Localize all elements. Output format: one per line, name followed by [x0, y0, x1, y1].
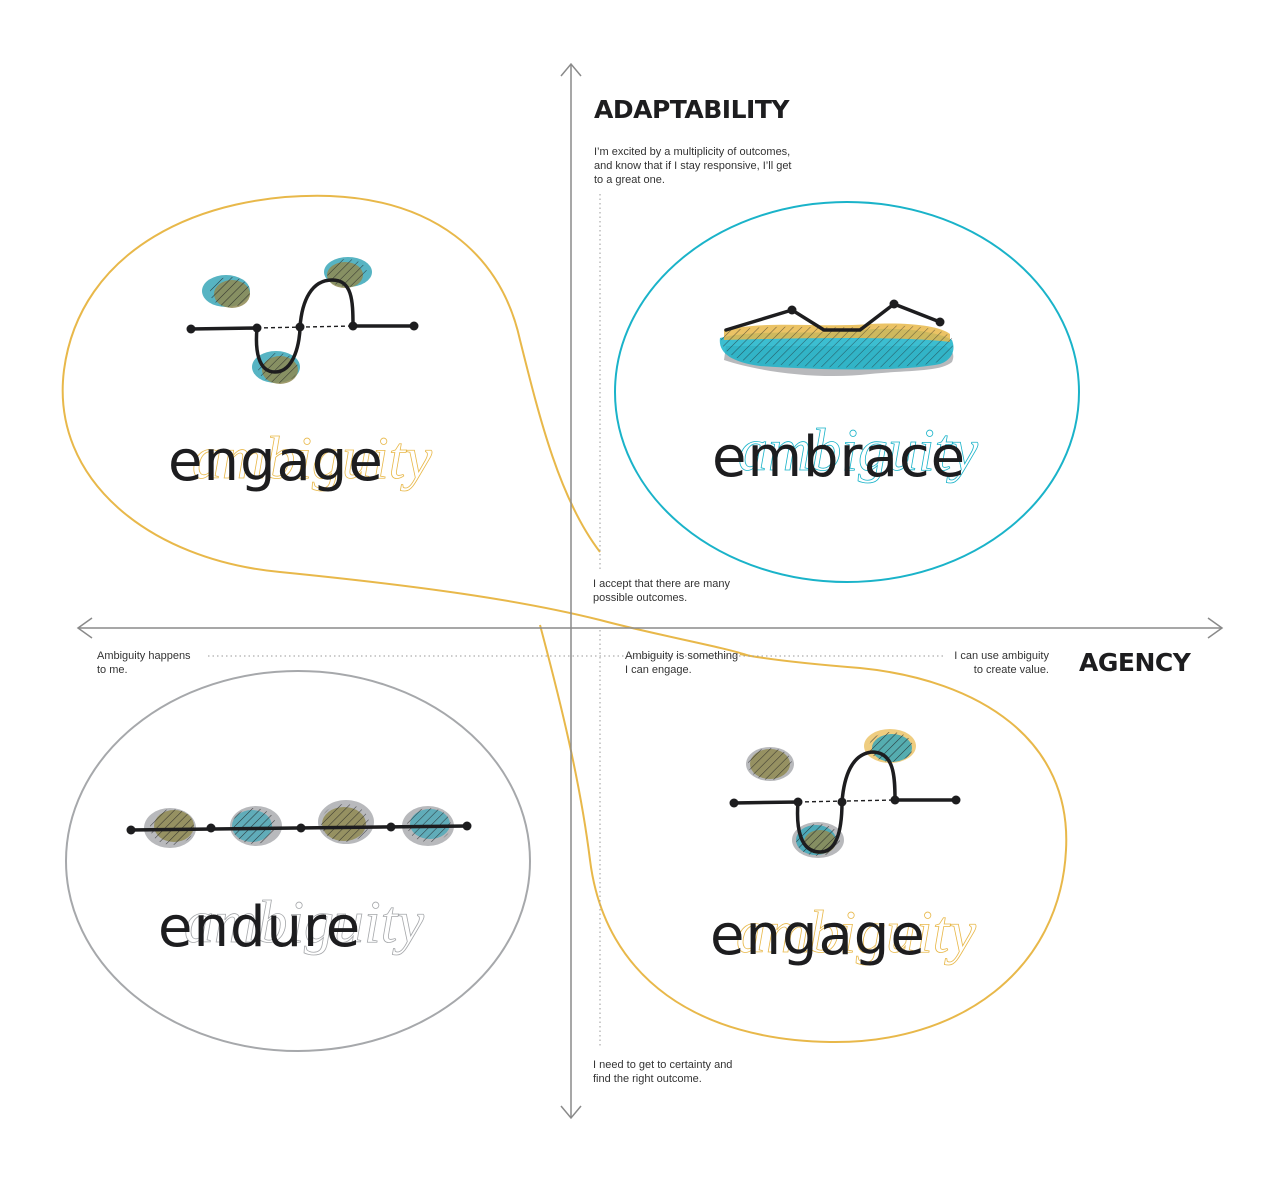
- top-note-line-3: to a great one.: [594, 174, 665, 186]
- right-note-line-1: I can use ambiguity: [954, 650, 1049, 662]
- embrace-ghost: ambiguity: [738, 417, 978, 483]
- horizontal-axis-arrow-left: [76, 617, 93, 639]
- endure-word: endure: [158, 895, 361, 960]
- right-note: I can use ambiguity to create value.: [954, 650, 1049, 676]
- agency-axis-title: AGENCY: [1079, 648, 1192, 677]
- adaptability-axis-title: ADAPTABILITY: [594, 95, 790, 124]
- engage-lower-ghost: ambiguity: [736, 899, 976, 965]
- top-note: I’m excited by a multiplicity of outcome…: [594, 146, 792, 186]
- bottom-note: I need to get to certainty and find the …: [593, 1059, 732, 1085]
- middle-note-line-2: possible outcomes.: [593, 592, 687, 604]
- vertical-axis-arrow-up: [560, 62, 582, 77]
- middle-note-line-1: I accept that there are many: [593, 578, 730, 590]
- left-note-line-2: to me.: [97, 664, 128, 676]
- right-note-line-2: to create value.: [974, 664, 1049, 676]
- vertical-axis-arrow-down: [560, 1105, 582, 1120]
- left-note: Ambiguity happens to me.: [97, 650, 191, 676]
- center-note-line-1: Ambiguity is something: [625, 650, 738, 662]
- engage-upper-illustration: [186, 257, 419, 384]
- left-note-line-1: Ambiguity happens: [97, 650, 191, 662]
- engage-lower-illustration: [729, 729, 961, 858]
- bottom-note-line-1: I need to get to certainty and: [593, 1059, 732, 1071]
- embrace-outline: [614, 201, 1080, 583]
- endure-outline: [65, 670, 531, 1052]
- endure-illustration: [126, 800, 472, 848]
- middle-note: I accept that there are many possible ou…: [593, 578, 730, 604]
- top-note-line-1: I’m excited by a multiplicity of outcome…: [594, 146, 790, 158]
- top-note-line-2: and know that if I stay responsive, I’ll…: [594, 160, 792, 172]
- center-note: Ambiguity is something I can engage.: [625, 650, 738, 676]
- embrace-illustration: [719, 299, 954, 377]
- embrace-word: embrace: [712, 425, 966, 490]
- engage-lower-word: engage: [710, 903, 926, 968]
- engage-upper-ghost: ambiguity: [192, 425, 432, 491]
- center-note-line-2: I can engage.: [625, 664, 692, 676]
- bottom-note-line-2: find the right outcome.: [593, 1073, 702, 1085]
- engage-upper-outline: [61, 194, 751, 657]
- horizontal-axis-arrow-right: [1207, 617, 1224, 639]
- engage-lower-outline: [539, 624, 1068, 1044]
- endure-ghost: ambiguity: [184, 889, 424, 955]
- engage-upper-word: engage: [168, 429, 384, 494]
